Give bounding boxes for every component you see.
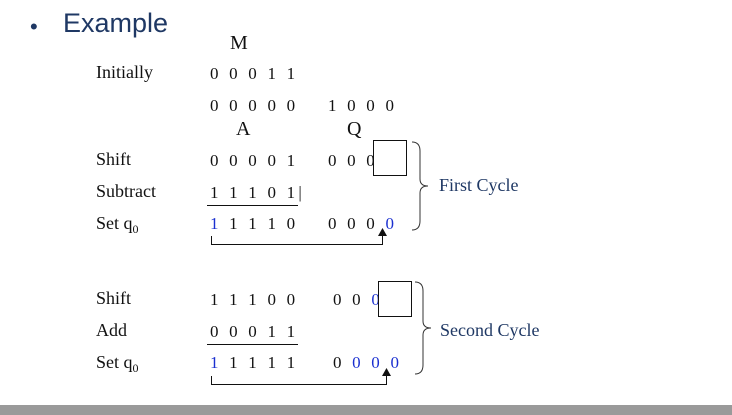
a-bits-set-q0-1: 1 1 1 1 0 (210, 214, 298, 234)
row-label-set-q0-1: Set q0 (96, 213, 139, 236)
text-cursor: | (298, 183, 305, 202)
header-q: Q (347, 118, 362, 140)
header-m: M (230, 32, 248, 54)
add-underline (207, 344, 298, 345)
a-bits-add: 0 0 0 1 1 (210, 322, 299, 341)
header-a: A (236, 118, 251, 140)
row-label-add: Add (96, 320, 127, 340)
a-bits-subtract: 1 1 1 0 1| (210, 183, 305, 203)
second-cycle-label: Second Cycle (440, 320, 540, 340)
empty-q0-box-1 (373, 140, 407, 176)
q-bits-highlight-2: 0 0 0 (352, 353, 403, 372)
arrow-right-stem-1 (382, 234, 383, 245)
arrow-bottom-line-1 (211, 244, 383, 245)
subtract-underline (207, 205, 298, 206)
q-bits-set-q0-1: 0 0 0 0 (328, 214, 398, 233)
empty-q0-box-2 (378, 281, 412, 317)
row-label-set-q0-2: Set q0 (96, 352, 139, 375)
q-register-initial-bits: 1 0 0 0 (328, 96, 398, 115)
q-bits-set-q0-2: 0 0 0 0 (333, 353, 403, 372)
a-bits-rest-1: 1 1 1 0 (229, 214, 299, 233)
arrow-bottom-line-2 (211, 384, 387, 385)
row-label-shift-2: Shift (96, 288, 132, 308)
a-register-initial-bits: 0 0 0 0 0 (210, 96, 299, 115)
arrow-left-stem-1 (211, 236, 212, 245)
curly-brace-icon-1 (411, 141, 429, 231)
a-bits-shift-2: 1 1 1 0 0 (210, 290, 299, 309)
bullet-icon: • (30, 14, 38, 39)
arrow-right-stem-2 (386, 374, 387, 385)
a-bits-rest-2: 1 1 1 1 (229, 353, 299, 372)
footer-bar (0, 405, 732, 415)
first-cycle-label: First Cycle (439, 175, 519, 195)
arrow-head-up-icon-2 (382, 368, 391, 376)
q0-bit-highlight-1: 0 (385, 214, 398, 233)
a-sign-bit-highlight-2: 1 (210, 353, 222, 372)
q-bits-shift-1: 0 0 0 (328, 151, 378, 170)
curly-brace-icon-2 (414, 281, 432, 375)
m-register-bits: 0 0 0 1 1 (210, 64, 299, 83)
a-bits-set-q0-2: 1 1 1 1 1 (210, 353, 298, 373)
q-bits-shift-2: 0 0 0 (333, 290, 383, 310)
row-label-subtract: Subtract (96, 181, 156, 201)
arrow-left-stem-2 (211, 376, 212, 385)
row-label-shift-1: Shift (96, 149, 132, 169)
a-sign-bit-highlight-1: 1 (210, 214, 222, 233)
row-label-initially: Initially (96, 62, 153, 82)
slide-title: Example (63, 8, 169, 38)
a-bits-subtract-value: 1 1 1 0 1 (210, 183, 299, 202)
q-bit-highlight-shift-2: 0 (371, 290, 383, 309)
a-bits-shift-1: 0 0 0 0 1 (210, 151, 299, 170)
arrow-head-up-icon-1 (378, 228, 387, 236)
